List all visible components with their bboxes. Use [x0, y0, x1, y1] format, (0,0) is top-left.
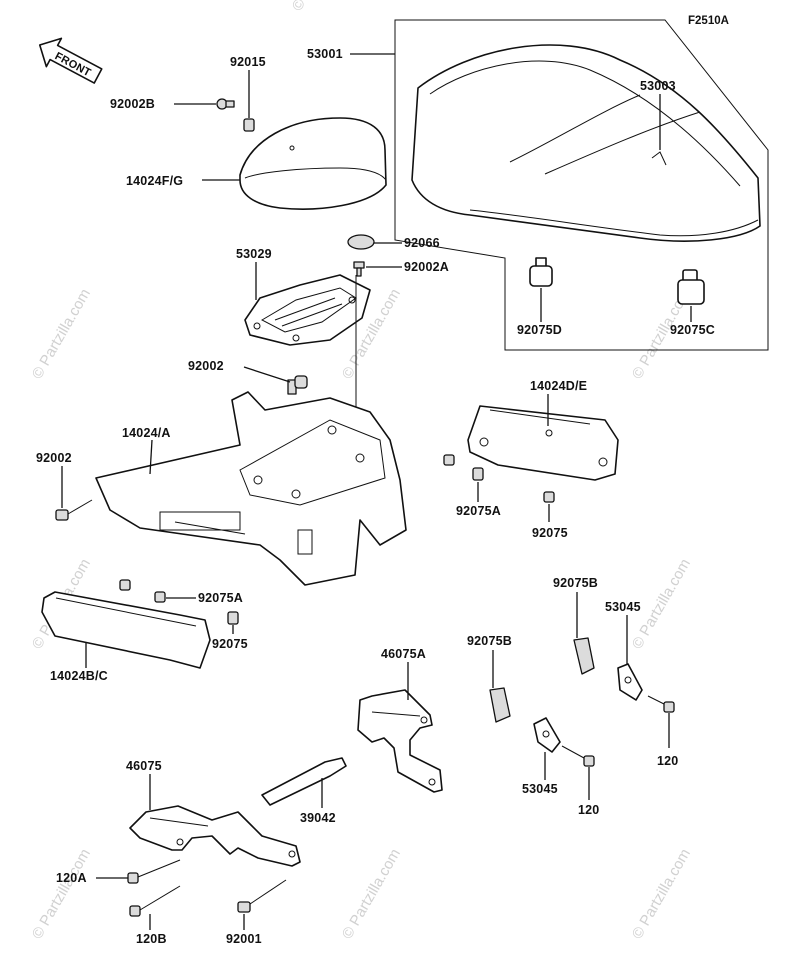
grommet-92075A-left-2 — [154, 591, 166, 603]
label-92075C: 92075C — [670, 323, 715, 337]
grommet-92075A-left-1 — [119, 579, 131, 591]
bolt-92002B — [216, 98, 235, 110]
damper-92075C — [677, 269, 705, 305]
label-120B: 120B — [136, 932, 167, 946]
figure-code: F2510A — [688, 15, 729, 27]
grommet-92075A-right-1 — [443, 454, 455, 466]
damper-92075B-upper — [573, 637, 595, 675]
label-92066: 92066 — [404, 236, 440, 250]
label-92002B: 92002B — [110, 97, 155, 111]
label-92075B-lower: 92075B — [467, 634, 512, 648]
cap-92066 — [347, 234, 375, 250]
watermark-text: © Partzilla.com — [629, 846, 694, 942]
damper-92075B-lower — [489, 687, 511, 723]
bolt-120-right — [647, 695, 675, 713]
label-53003: 53003 — [640, 79, 676, 93]
label-92075-right: 92075 — [532, 526, 568, 540]
label-14024A: 14024/A — [122, 426, 171, 440]
label-92075A-left: 92075A — [198, 591, 243, 605]
label-39042: 39042 — [300, 811, 336, 825]
rod-39042 — [261, 757, 347, 806]
label-53045-lower: 53045 — [522, 782, 558, 796]
grommet-92075-right — [543, 491, 555, 503]
seat-bracket-53029 — [244, 274, 371, 346]
rear-fender-14024A — [95, 391, 407, 586]
label-92002-left: 92002 — [36, 451, 72, 465]
watermark-text: © Partzilla.com — [289, 0, 354, 14]
bolt-92002-upper — [287, 375, 308, 395]
label-53029: 53029 — [236, 247, 272, 261]
lower-panel-14024BC — [41, 591, 211, 669]
bolt-92002-left — [55, 499, 93, 521]
label-120-mid: 120 — [578, 803, 599, 817]
side-cover-14024DE — [467, 405, 619, 481]
label-53001: 53001 — [307, 47, 343, 61]
grommet-92075-left — [227, 611, 239, 625]
label-92015: 92015 — [230, 55, 266, 69]
label-120A: 120A — [56, 871, 87, 885]
label-14024DE: 14024D/E — [530, 379, 587, 393]
main-seat — [411, 44, 761, 242]
label-46075A: 46075A — [381, 647, 426, 661]
label-92075D: 92075D — [517, 323, 562, 337]
label-14024BC: 14024B/C — [50, 669, 108, 683]
watermark-text: © Partzilla.com — [29, 286, 94, 382]
label-92001: 92001 — [226, 932, 262, 946]
watermark-text: © Partzilla.com — [29, 846, 94, 942]
bolt-120B — [129, 885, 181, 917]
stopper-53045-upper — [617, 663, 643, 701]
label-53045-upper: 53045 — [605, 600, 641, 614]
bolt-120A — [127, 859, 181, 884]
label-14024FG: 14024F/G — [126, 174, 183, 188]
bracket-46075A — [357, 689, 443, 793]
damper-92075D — [529, 257, 553, 287]
front-arrow-icon: FRONT — [38, 37, 103, 84]
label-46075: 46075 — [126, 759, 162, 773]
seat-cowl-14024FG — [239, 117, 387, 210]
label-92075-left: 92075 — [212, 637, 248, 651]
label-92075A-right: 92075A — [456, 504, 501, 518]
label-120-right: 120 — [657, 754, 678, 768]
stopper-53045-lower — [533, 717, 561, 753]
bolt-120-mid — [561, 745, 595, 767]
label-92002-upper: 92002 — [188, 359, 224, 373]
label-92075B-upper: 92075B — [553, 576, 598, 590]
grommet-92075A-right-2 — [472, 467, 484, 481]
seat-assembly-bracket — [394, 19, 769, 351]
bracket-46075 — [129, 805, 301, 867]
watermark-text: © Partzilla.com — [339, 846, 404, 942]
nut-92001 — [237, 879, 287, 913]
bolt-92002A — [353, 261, 365, 277]
nut-92015 — [243, 118, 255, 132]
label-92002A: 92002A — [404, 260, 449, 274]
